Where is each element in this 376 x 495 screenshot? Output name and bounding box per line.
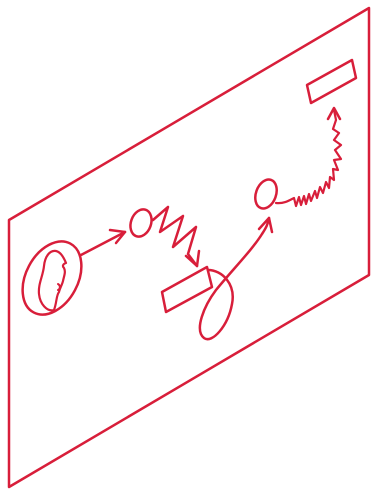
arrow-face-to-circle xyxy=(79,228,127,257)
loop-arrow xyxy=(198,216,274,341)
rectangle-node-1 xyxy=(160,265,214,314)
circle-node-2 xyxy=(254,178,278,210)
zigzag-arrow xyxy=(151,205,201,268)
squiggle-arrow xyxy=(274,106,343,208)
panel xyxy=(7,6,371,489)
rectangle-node-2 xyxy=(305,58,358,105)
circle-node-1 xyxy=(129,208,153,238)
face-profile-icon xyxy=(21,240,83,316)
